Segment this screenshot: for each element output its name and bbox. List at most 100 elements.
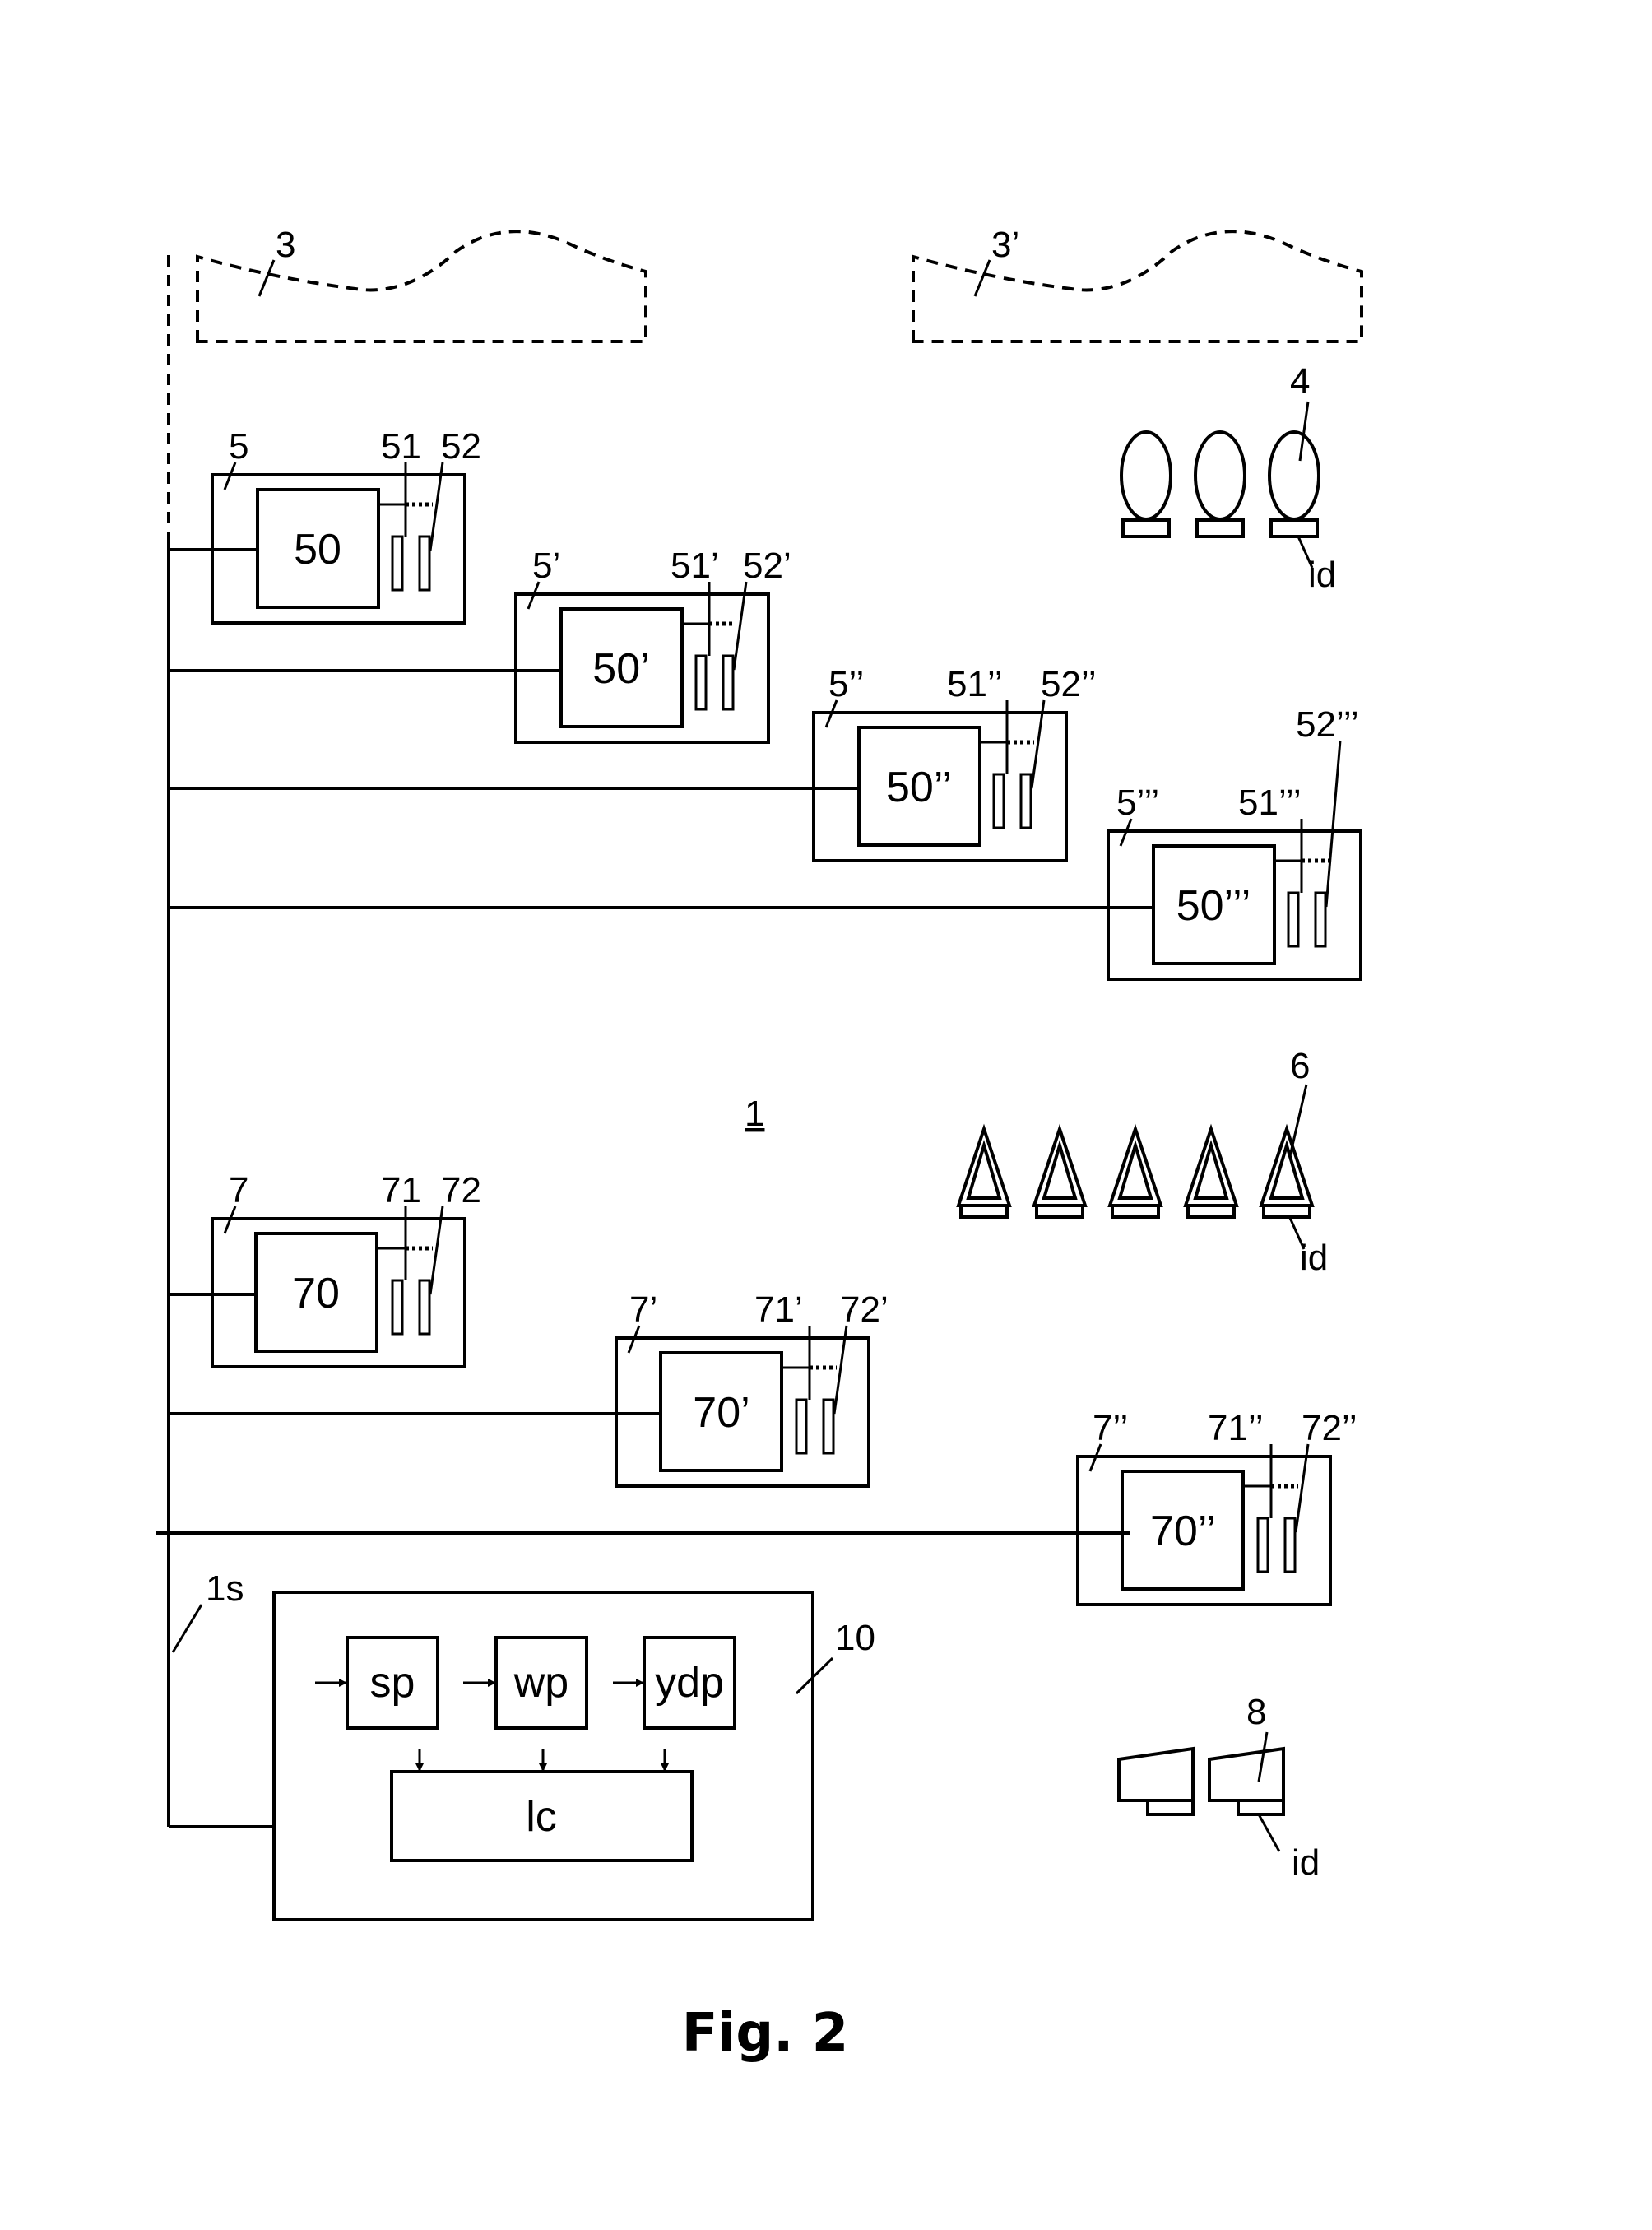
module-lc-box <box>390 1770 694 1862</box>
slot-2 <box>1283 1517 1297 1573</box>
station-7-double-prime: 7’’ 71’’ 72’’ 70’’ <box>1076 1408 1357 1606</box>
controller-outer-box <box>272 1591 814 1921</box>
station-slot2-label: 52’ <box>743 546 791 586</box>
material-3-outline <box>196 230 647 343</box>
slot-2 <box>1314 891 1327 948</box>
unit-leader <box>1088 1443 1102 1472</box>
station-core-label: 70 <box>292 1270 340 1317</box>
bus-label: 1s <box>206 1568 244 1609</box>
slot-2 <box>1019 773 1032 829</box>
station-core-box <box>559 607 684 728</box>
slot-1 <box>1287 891 1300 948</box>
slot-1 <box>391 1279 404 1336</box>
ellipse-item <box>1194 430 1246 521</box>
slot2-leader <box>429 1206 444 1295</box>
station-slot2-label: 72 <box>441 1170 481 1210</box>
station-core-label: 50’ <box>592 645 649 693</box>
station-outer-box <box>1107 829 1362 981</box>
triangle-base <box>1035 1204 1084 1219</box>
figure-caption: Fig. 2 <box>682 2003 849 2064</box>
slot-2 <box>822 1398 835 1455</box>
slot2-leader <box>429 462 444 551</box>
slot-1 <box>795 1398 808 1455</box>
slot-1 <box>391 535 404 592</box>
unit-leader <box>223 462 237 490</box>
group-6-id-label: id <box>1300 1238 1328 1278</box>
controller-10: 10 sp wp ydp lc <box>272 1591 875 1921</box>
station-core-box <box>1152 844 1276 965</box>
station-outer-box <box>1076 1455 1332 1606</box>
group-6-id-leader <box>1288 1217 1306 1250</box>
station-outer-box <box>211 1217 466 1368</box>
slot-1 <box>694 654 708 711</box>
group-8-label: 8 <box>1246 1692 1266 1732</box>
module-sp-box <box>346 1636 439 1730</box>
station-slot2-label: 52’’’ <box>1296 704 1359 745</box>
bus-label-leader <box>171 1604 203 1653</box>
ellipse-base <box>1195 518 1245 538</box>
station-unit-label: 7’ <box>629 1289 657 1330</box>
station-core-box <box>256 488 380 609</box>
station-slot1-label: 51’’’ <box>1238 783 1302 823</box>
material-3-leader <box>258 259 276 297</box>
slot2-leader <box>732 581 748 671</box>
station-5-prime: 5’ 51’ 52’ 50’ <box>514 546 791 744</box>
module-wp-label: wp <box>513 1659 568 1707</box>
station-unit-label: 5 <box>229 426 248 467</box>
station-core-label: 50’’ <box>886 764 952 811</box>
station-core-box <box>1121 1470 1245 1591</box>
triangle-base <box>1111 1204 1160 1219</box>
unit-leader <box>223 1206 237 1234</box>
unit-leader <box>527 581 541 610</box>
station-core-box <box>254 1232 378 1353</box>
group-4-label: 4 <box>1290 361 1310 402</box>
group-6-leader <box>1288 1084 1308 1157</box>
station-core-label: 70’’ <box>1150 1508 1216 1555</box>
station-5-triple-prime: 5’’’ 51’’’ 52’’’ 50’’’ <box>1107 704 1362 981</box>
material-3-prime-outline <box>912 230 1363 343</box>
resource-group-4 <box>1120 401 1320 569</box>
station-slot1-label: 71’ <box>754 1289 803 1330</box>
material-3-prime-label: 3’ <box>991 225 1019 265</box>
slot-2 <box>418 535 431 592</box>
station-slot2-label: 52’’ <box>1041 664 1097 704</box>
station-unit-label: 5’’’ <box>1116 783 1159 823</box>
bus-lines <box>156 255 1154 1828</box>
station-slot1-label: 51 <box>381 426 421 467</box>
ellipse-item <box>1268 430 1320 521</box>
slot2-leader <box>1325 740 1342 908</box>
slot2-leader <box>833 1325 848 1415</box>
station-outer-box <box>812 711 1068 862</box>
slot-1 <box>992 773 1005 829</box>
resource-group-6 <box>956 1084 1315 1250</box>
material-3-label: 3 <box>276 225 295 265</box>
station-core-label: 50 <box>294 526 341 574</box>
material-3-prime-leader <box>973 259 991 297</box>
ellipse-base <box>1121 518 1171 538</box>
station-core-box <box>857 726 981 847</box>
group-4-id-label: id <box>1308 555 1336 595</box>
system-label: 1 <box>745 1094 764 1134</box>
slot-2 <box>722 654 735 711</box>
ellipse-item <box>1120 430 1172 521</box>
triangle-inner <box>1042 1139 1078 1200</box>
ellipse-base <box>1269 518 1319 538</box>
station-core-box <box>659 1351 783 1472</box>
station-slot2-label: 72’ <box>840 1289 889 1330</box>
triangle-base <box>959 1204 1009 1219</box>
station-unit-label: 5’’ <box>828 664 864 704</box>
group-4-leader <box>1298 401 1310 462</box>
triangle-inner <box>1193 1139 1229 1200</box>
station-slot1-label: 71’’ <box>1208 1408 1264 1448</box>
station-core-label: 50’’’ <box>1176 882 1251 930</box>
triangle-inner <box>1269 1139 1305 1200</box>
station-unit-label: 7’’ <box>1093 1408 1128 1448</box>
module-ydp-box <box>643 1636 736 1730</box>
controller-leader <box>795 1656 834 1695</box>
station-5-double-prime: 5’’ 51’’ 52’’ 50’’ <box>812 664 1097 862</box>
triangle-base <box>1186 1204 1236 1219</box>
wedge-item <box>1117 1746 1195 1802</box>
module-sp-label: sp <box>370 1659 415 1707</box>
group-4-id-leader <box>1297 536 1314 569</box>
